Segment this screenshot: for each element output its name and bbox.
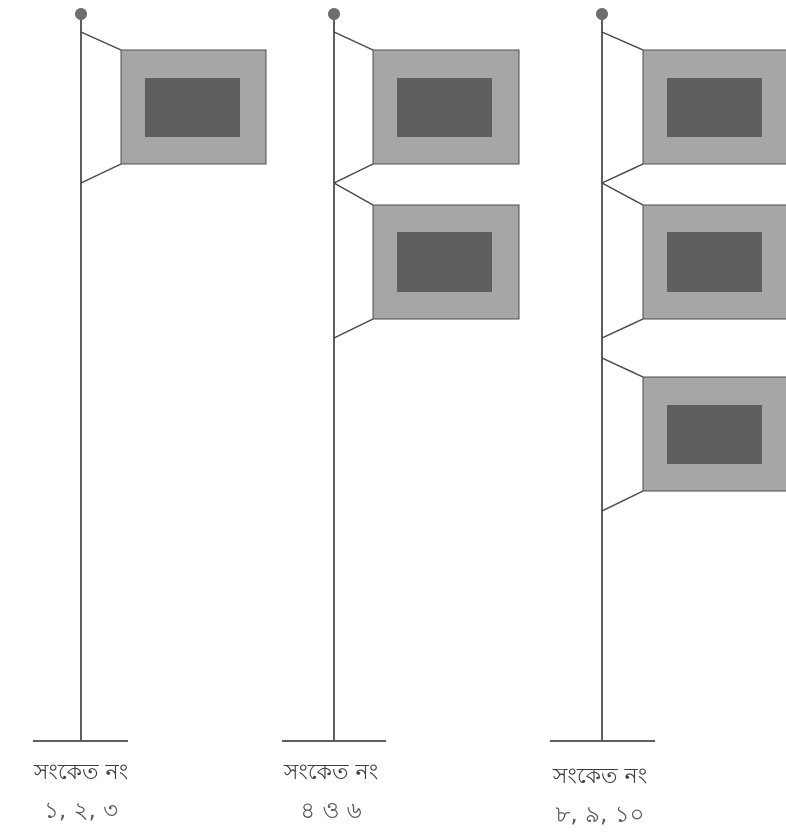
signal-pole-3 <box>550 8 786 742</box>
flag-rope <box>601 357 644 378</box>
flag-rope <box>601 31 644 51</box>
pole-finial-icon <box>75 8 87 20</box>
flag-rope <box>333 318 374 339</box>
signal-caption-title: সংকেত নং <box>283 760 379 785</box>
pennant-flag <box>80 31 267 184</box>
flag-inner <box>667 78 762 137</box>
flag-rope <box>80 163 122 184</box>
flag-rope <box>333 182 374 206</box>
pole-finial-icon <box>596 8 608 20</box>
signal-caption-title: সংকেত নং <box>552 764 648 789</box>
pennant-flag <box>333 31 520 184</box>
flag-inner <box>667 405 762 464</box>
signal-caption-3: সংকেত নং ৮, ৯, ১০ <box>520 762 680 830</box>
flag-rope <box>333 163 374 184</box>
signal-caption-title: সংকেত নং <box>33 760 129 785</box>
pole-finial-icon <box>328 8 340 20</box>
flag-inner <box>397 78 492 137</box>
signal-caption-2: সংকেত নং ৪ ও ৬ <box>256 758 406 826</box>
pennant-flag <box>333 182 520 339</box>
flag-rope <box>80 31 122 51</box>
pennant-flag <box>601 357 786 512</box>
signal-pole-2 <box>282 8 520 742</box>
flag-rope <box>601 318 644 339</box>
signal-caption-numbers: ৮, ৯, ১০ <box>555 802 645 828</box>
signal-caption-1: সংকেত নং ১, ২, ৩ <box>6 758 156 826</box>
flag-rope <box>333 31 374 51</box>
pennant-flag <box>601 182 786 339</box>
flag-rope <box>601 182 644 206</box>
signal-caption-numbers: ১, ২, ৩ <box>43 798 119 824</box>
flag-inner <box>397 232 492 292</box>
pennant-flag <box>601 31 786 184</box>
flag-inner <box>667 232 762 292</box>
signal-caption-numbers: ৪ ও ৬ <box>300 798 362 824</box>
flag-inner <box>145 78 240 137</box>
signal-pole-1 <box>33 8 267 742</box>
flag-rope <box>601 490 644 512</box>
flag-rope <box>601 163 644 184</box>
